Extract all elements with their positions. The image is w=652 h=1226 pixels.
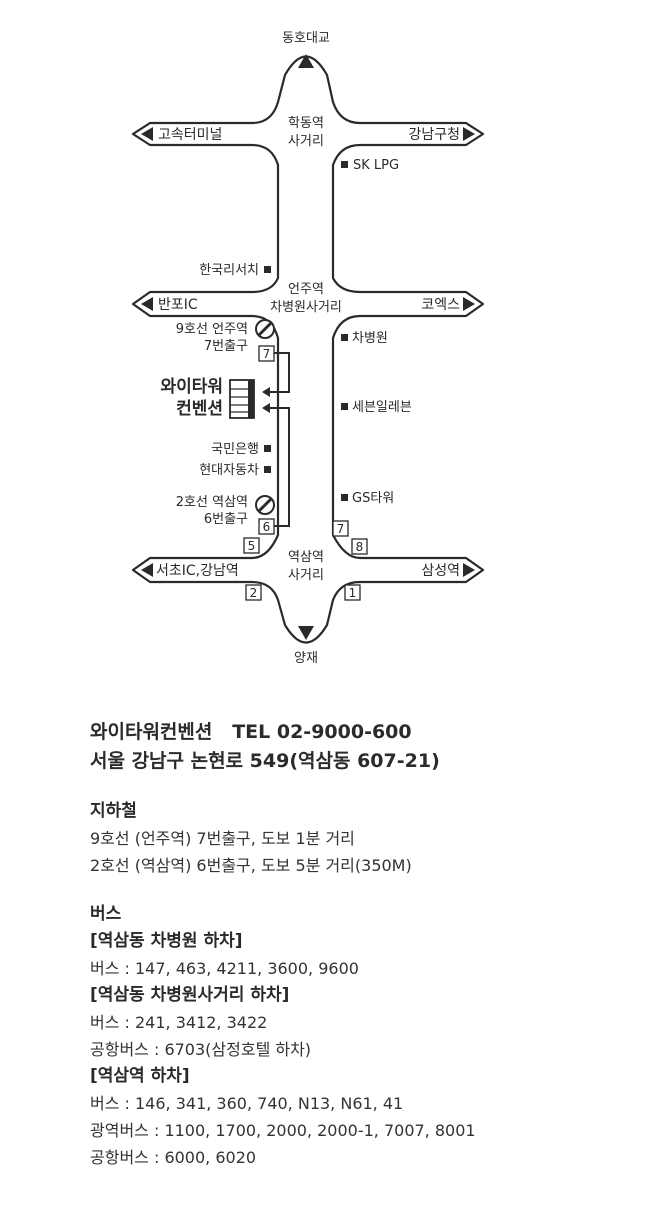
arrow-right-icon bbox=[463, 563, 475, 577]
landmark-marker-icon bbox=[264, 266, 271, 273]
road-label-nw-west: 고속터미널 bbox=[158, 127, 222, 143]
intersection-middle-line1: 언주역 bbox=[288, 282, 324, 297]
arrow-left-icon bbox=[141, 127, 153, 141]
landmark-kookmin: 국민은행 bbox=[211, 441, 259, 457]
station-line9-name: 9호선 언주역 bbox=[176, 322, 248, 337]
exit-number: 5 bbox=[248, 539, 256, 553]
subway-line9: 9호선 (언주역) 7번출구, 도보 1분 거리 bbox=[90, 829, 355, 848]
location-map: 동호대교 양재 고속터미널 강남구청 반포IC 코엑스 서초IC,강남역 삼성역… bbox=[131, 31, 485, 666]
station-line2-name: 2호선 역삼역 bbox=[176, 495, 248, 510]
road-label-mid-west: 반포IC bbox=[158, 297, 198, 313]
exit-box bbox=[258, 345, 275, 362]
venue-contact: 와이타워컨벤션 TEL 02-9000-600 bbox=[90, 721, 412, 743]
arrow-right-icon bbox=[463, 127, 475, 141]
exit-box bbox=[258, 518, 275, 535]
intersection-bottom-line2: 사거리 bbox=[288, 568, 324, 583]
station-line9-exit: 7번출구 bbox=[204, 339, 248, 354]
landmark-sk-lpg: SK LPG bbox=[353, 158, 399, 173]
bus-stop-3-airport: 공항버스 : 6000, 6020 bbox=[90, 1148, 257, 1167]
building-icon bbox=[229, 379, 255, 419]
venue-name-line2: 컨벤션 bbox=[176, 399, 223, 419]
intersection-bottom-line1: 역삼역 bbox=[288, 550, 324, 565]
landmark-marker-icon bbox=[341, 161, 348, 168]
route-from-exit7 bbox=[267, 352, 290, 393]
bus-stop-3-lines: 버스 : 146, 341, 360, 740, N13, N61, 41 bbox=[90, 1094, 404, 1113]
intersection-top-line2: 사거리 bbox=[288, 134, 324, 149]
road-label-sw-east: 삼성역 bbox=[421, 563, 460, 579]
landmark-hanguk: 한국리서치 bbox=[199, 263, 259, 278]
road-network bbox=[131, 55, 485, 644]
exit-box bbox=[351, 538, 368, 555]
bus-stop-1-lines: 버스 : 147, 463, 4211, 3600, 9600 bbox=[90, 959, 359, 978]
exit-number: 7 bbox=[263, 347, 271, 361]
exit-number: 8 bbox=[356, 540, 364, 554]
bus-stop-3: [역삼역 하차] bbox=[90, 1066, 190, 1086]
bus-stop-2: [역삼동 차병원사거리 하차] bbox=[90, 985, 290, 1005]
venue-address: 서울 강남구 논현로 549(역삼동 607-21) bbox=[90, 750, 440, 772]
landmark-marker-icon bbox=[341, 403, 348, 410]
landmark-sebeun: 세븐일레븐 bbox=[352, 400, 412, 415]
subway-line2: 2호선 (역삼역) 6번출구, 도보 5분 거리(350M) bbox=[90, 856, 412, 875]
arrow-left-icon bbox=[141, 297, 153, 311]
exit-box bbox=[245, 584, 262, 601]
exit-box bbox=[243, 537, 260, 554]
road-label-nw-east: 강남구청 bbox=[408, 127, 460, 143]
station-line2-exit: 6번출구 bbox=[204, 512, 248, 527]
landmark-marker-icon bbox=[264, 466, 271, 473]
landmark-marker-icon bbox=[341, 494, 348, 501]
arrow-down-icon bbox=[298, 626, 314, 640]
venue-name-line1: 와이타워 bbox=[160, 377, 223, 397]
route-from-exit6 bbox=[267, 407, 290, 527]
exit-number: 7 bbox=[337, 522, 345, 536]
landmark-gs: GS타워 bbox=[352, 491, 394, 506]
exit-number: 6 bbox=[263, 520, 271, 534]
arrow-left-icon bbox=[141, 563, 153, 577]
bus-stop-1: [역삼동 차병원 하차] bbox=[90, 931, 243, 951]
landmark-hyundai: 현대자동차 bbox=[199, 463, 259, 478]
subway-icon bbox=[255, 319, 275, 339]
subway-icon bbox=[255, 495, 275, 515]
exit-box bbox=[332, 520, 349, 537]
location-info: 와이타워컨벤션 TEL 02-9000-600 서울 강남구 논현로 549(역… bbox=[90, 718, 630, 1171]
road-label-sw-west: 서초IC,강남역 bbox=[156, 563, 239, 579]
bus-stop-3-express: 광역버스 : 1100, 1700, 2000, 2000-1, 7007, 8… bbox=[90, 1121, 476, 1140]
route-arrow-icon bbox=[262, 387, 270, 397]
bus-title: 버스 bbox=[90, 904, 122, 924]
landmark-marker-icon bbox=[264, 445, 271, 452]
landmark-marker-icon bbox=[341, 334, 348, 341]
bus-stop-2-airport: 공항버스 : 6703(삼정호텔 하차) bbox=[90, 1040, 312, 1059]
exit-box bbox=[344, 584, 361, 601]
road-label-mid-east: 코엑스 bbox=[421, 297, 460, 313]
route-arrow-icon bbox=[262, 403, 270, 413]
subway-title: 지하철 bbox=[90, 801, 137, 821]
road-label-north: 동호대교 bbox=[282, 31, 330, 46]
road-label-south: 양재 bbox=[294, 651, 318, 666]
arrow-right-icon bbox=[463, 297, 475, 311]
arrow-up-icon bbox=[298, 54, 314, 68]
bus-stop-2-lines: 버스 : 241, 3412, 3422 bbox=[90, 1013, 268, 1032]
intersection-middle-line2: 차병원사거리 bbox=[270, 300, 342, 315]
exit-number: 1 bbox=[349, 586, 357, 600]
landmark-chaboe: 차병원 bbox=[352, 331, 388, 346]
exit-number: 2 bbox=[250, 586, 258, 600]
intersection-top-line1: 학동역 bbox=[288, 116, 324, 131]
